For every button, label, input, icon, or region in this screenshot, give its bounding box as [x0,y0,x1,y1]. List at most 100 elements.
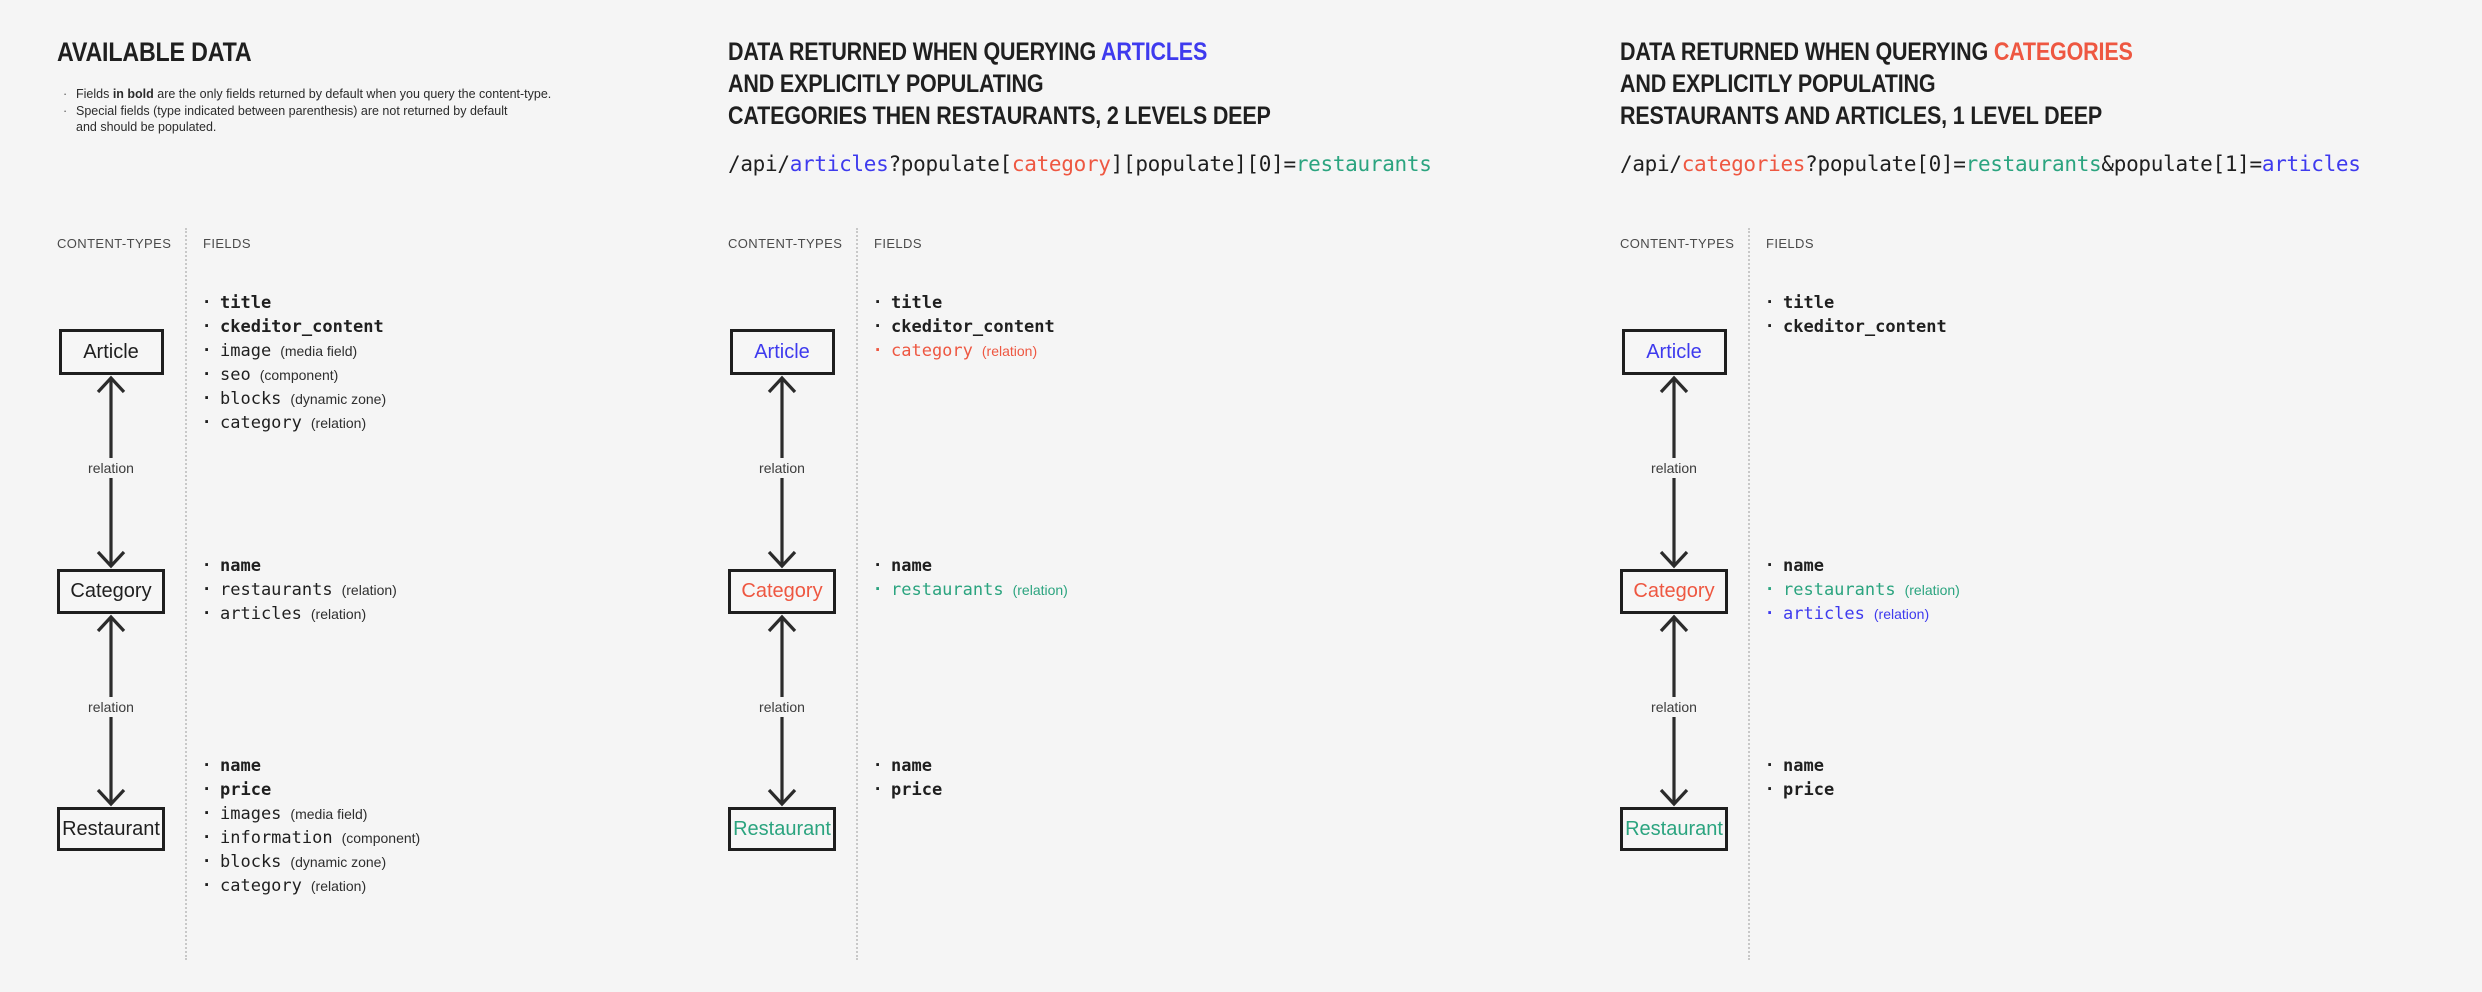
panel-available-data: AVAILABLE DATA·Fields in bold are the on… [57,0,757,992]
title-segment: CATEGORIES [1993,38,2133,66]
field-bullet-icon: · [1767,579,1774,600]
field-type: (media field) [280,343,358,359]
node-label: Restaurant [733,817,831,840]
field-name: information [220,828,333,848]
title-segment: AVAILABLE DATA [57,37,252,67]
title-segment: RESTAURANTS AND ARTICLES, 1 LEVEL DEEP [1620,102,2103,130]
panel-title-line: AND EXPLICITLY POPULATING [1620,68,2133,100]
field-bullet-icon: · [875,755,882,776]
field-name: blocks [220,852,282,872]
panel-title: AVAILABLE DATA [57,36,283,68]
field-price: · price [875,778,942,802]
field-name: title [891,293,943,313]
field-bullet-icon: · [204,851,211,872]
note-text: Fields in bold are the only fields retur… [76,86,551,103]
field-title: · title [875,291,942,315]
fields-divider [1748,228,1750,960]
code-segment: /api/ [728,152,790,176]
field-name: name [1783,556,1824,576]
panel-title-line: AVAILABLE DATA [57,36,252,68]
node-article: Article [58,329,164,375]
field-category: ·category(relation) [875,339,1037,363]
fields-label: FIELDS [1766,236,1814,251]
field-restaurants: · restaurants (relation) [1767,578,1960,602]
relation-label: relation [1648,696,1700,717]
note-bullet-icon: · [63,103,68,118]
node-restaurant: Restaurant [57,807,165,851]
field-seo: ·seo(component) [204,363,338,387]
field-bullet-icon: · [204,555,211,576]
field-name: ckeditor_content [220,317,384,337]
field-name: price [891,780,943,800]
code-segment: articles [2261,152,2361,176]
field-name: articles [220,604,302,624]
field-type: (dynamic zone) [290,854,387,870]
field-type: (dynamic zone) [290,391,387,407]
field-name: ckeditor_content [1783,317,1947,337]
field-name: title [220,293,272,313]
field-name: ckeditor_content [891,317,1055,337]
field-bullet-icon: · [204,292,211,313]
field-name: restaurants [891,580,1004,600]
field-type: (component) [341,830,421,846]
field-name: name [220,756,261,776]
panel-title-line: RESTAURANTS AND ARTICLES, 1 LEVEL DEEP [1620,100,2133,132]
field-bullet-icon: · [204,364,211,385]
field-bullet-icon: · [204,875,211,896]
code-segment: &populate[1]= [2101,152,2262,176]
field-type: (relation) [1904,582,1960,598]
field-bullet-icon: · [1767,316,1774,337]
field-blocks: ·blocks(dynamic zone) [204,387,386,411]
field-name: category [220,413,302,433]
field-type: (relation) [1012,582,1068,598]
field-price: ·price [204,778,271,802]
field-ckeditor_content: ·ckeditor_content [204,315,384,339]
content-types-label: CONTENT-TYPES [1620,236,1735,251]
field-bullet-icon: · [875,316,882,337]
node-category: Category [57,569,165,614]
field-name: · name [1767,554,1824,578]
field-name: name [891,756,932,776]
field-bullet-icon: · [1767,292,1774,313]
node-label: Category [1633,580,1715,602]
field-type: (relation) [1873,606,1930,622]
relation-arrow: relation [1648,614,1700,807]
relation-label: relation [1648,458,1700,478]
note-item: ·Special fields (type indicated between … [63,103,603,136]
code-segment: ][populate][0]= [1110,152,1296,176]
field-bullet-icon: · [875,779,882,800]
field-bullet-icon: · [1767,555,1774,576]
node-label: Article [1646,340,1702,363]
node-label: Category [70,580,152,602]
code-segment: categories [1681,152,1806,176]
relation-arrow: relation [85,375,137,569]
field-name: ·name [204,754,261,778]
field-type: (component) [259,367,339,383]
field-name: images [220,804,282,824]
field-name: ·name [204,554,261,578]
code-segment: category [1011,152,1111,176]
field-bullet-icon: · [875,292,882,313]
title-segment: AND EXPLICITLY POPULATING [728,70,1044,98]
field-bullet-icon: · [204,388,211,409]
relation-label: relation [85,696,137,717]
code-segment: ?populate[ [888,152,1012,176]
field-bullet-icon: · [1767,779,1774,800]
fields-label: FIELDS [203,236,251,251]
note-item: ·Fields in bold are the only fields retu… [63,86,603,103]
field-name: restaurants [1783,580,1896,600]
field-articles: ·articles(relation) [204,602,366,626]
field-type: (relation) [981,343,1038,359]
field-bullet-icon: · [204,412,211,433]
field-type: (media field) [290,806,368,822]
code-segment: /api/ [1620,152,1682,176]
relation-arrow: relation [85,614,137,807]
field-bullet-icon: · [875,579,882,600]
fields-label: FIELDS [874,236,922,251]
code-segment: articles [789,152,889,176]
field-bullet-icon: · [204,779,211,800]
field-bullet-icon: · [204,827,211,848]
